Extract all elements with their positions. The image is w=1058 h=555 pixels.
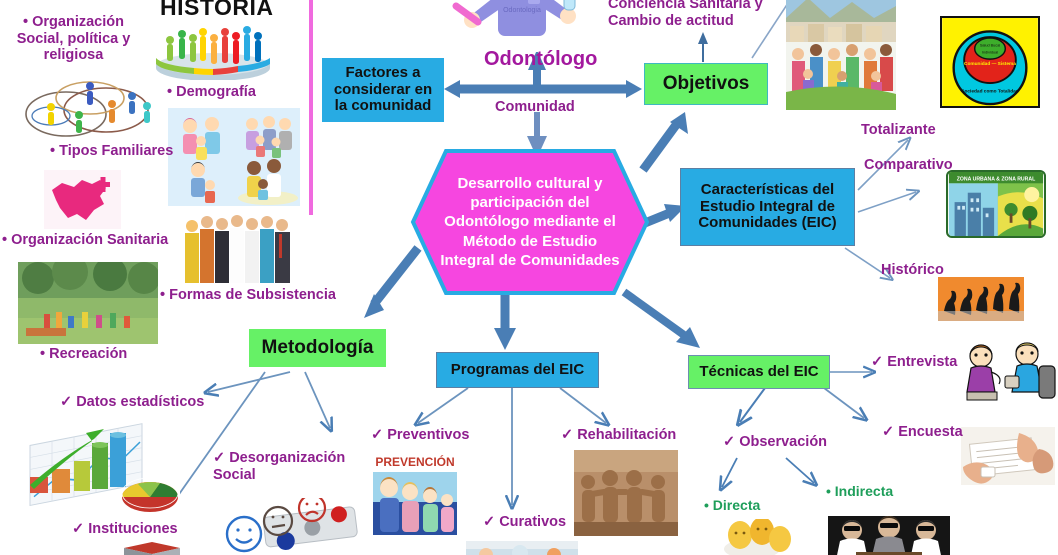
svg-text:Odontologia: Odontologia: [503, 7, 541, 14]
bullet-icon: •: [50, 143, 56, 159]
left-item-formas-subsistencia: • Formas de Subsistencia: [160, 287, 336, 303]
check-icon: ✓: [213, 450, 226, 466]
eggs-faces-image: [722, 519, 796, 555]
human-evolution-image: [938, 277, 1024, 321]
statistics-charts-image: [22, 415, 180, 523]
prevencion-poster-image: PREVENCIÓN: [373, 450, 457, 535]
observers-dark-image: [828, 516, 950, 555]
svg-text:ZONA URBANA & ZONA RURAL: ZONA URBANA & ZONA RURAL: [957, 176, 1035, 182]
branch-rehabilitacion: ✓ Rehabilitación: [561, 427, 677, 443]
check-icon: ✓: [72, 521, 85, 537]
bullet-icon: •: [40, 346, 46, 362]
venezuela-health-map-image: [44, 170, 121, 229]
branch-instituciones: ✓ Instituciones: [72, 521, 178, 537]
node-metodologia[interactable]: Metodología: [249, 329, 386, 367]
dentist-cartoon-image: Odontologia: [452, 0, 592, 52]
bullet-icon: •: [704, 497, 709, 513]
check-icon: ✓: [60, 394, 73, 410]
arrow-tec-encuesta: [819, 384, 864, 418]
branch-observacion: ✓ Observación: [723, 434, 828, 450]
arrow-meto-datos: [208, 371, 291, 392]
check-icon: ✓: [561, 427, 574, 443]
branch-preventivos: ✓ Preventivos: [371, 427, 470, 443]
branch-indirecta: • Indirecta: [826, 483, 894, 499]
central-hexagon-label: Desarrollo cultural y participación del …: [440, 175, 620, 269]
survey-hands-image: [961, 427, 1055, 485]
branch-historico: Histórico: [881, 262, 944, 278]
bullet-icon: •: [167, 84, 173, 100]
arrow-center-tecnicas: [621, 288, 700, 348]
panel-divider: [309, 0, 313, 215]
family-types-image: [168, 108, 300, 206]
curativos-clinic-image: [466, 541, 578, 555]
branch-totalizante: Totalizante: [861, 122, 936, 138]
clay-figures-circle-image: [574, 450, 678, 536]
check-icon: ✓: [871, 354, 884, 370]
branch-datos-estadisticos: ✓ Datos estadísticos: [60, 394, 205, 410]
bullet-icon: •: [160, 287, 166, 303]
branch-desorganizacion-social: ✓ Desorganización Social: [213, 450, 346, 483]
svg-text:Comunidad — Sistema: Comunidad — Sistema: [964, 61, 1016, 67]
svg-text:Individual: Individual: [982, 50, 998, 54]
arrow-center-programas: [494, 295, 516, 350]
left-item-demografia: • Demografía: [167, 84, 256, 100]
label-conciencia-sanitaria: Conciencia Sanitaria y Cambio de actitud: [608, 0, 763, 29]
park-recreation-image: [18, 262, 158, 344]
bullet-icon: •: [23, 14, 29, 30]
svg-text:Sociedad como Totalidad: Sociedad como Totalidad: [961, 89, 1018, 95]
interview-people-image: [955, 340, 1058, 402]
branch-encuesta: ✓ Encuesta: [882, 424, 963, 440]
professionals-group-image: [180, 208, 300, 290]
institutions-block-image: [118, 540, 190, 555]
label-odontologo: Odontólogo: [484, 48, 598, 70]
node-objetivos[interactable]: Objetivos: [644, 63, 768, 105]
svg-text:PREVENCIÓN: PREVENCIÓN: [375, 454, 454, 469]
bullet-icon: •: [2, 232, 8, 248]
arrow-carac-comparativo: [857, 192, 916, 213]
arrow-prog-rehabilitacion: [559, 387, 606, 423]
branch-comparativo: Comparativo: [864, 157, 953, 173]
branch-entrevista: ✓ Entrevista: [871, 354, 958, 370]
target-circles-image: Salud Bucal Individual Comunidad — Siste…: [940, 16, 1040, 108]
node-tecnicas[interactable]: Técnicas del EIC: [688, 355, 830, 389]
svg-text:Salud Bucal: Salud Bucal: [980, 44, 1000, 48]
arrow-objetivos-conciencia: [698, 32, 708, 62]
smiley-feedback-panel-image: [222, 498, 364, 555]
node-factores[interactable]: Factores a considerar en la comunidad: [322, 58, 444, 122]
check-icon: ✓: [723, 434, 736, 450]
historia-heading: HISTORIA: [160, 0, 274, 20]
arrow-factores-objetivos: [444, 80, 642, 98]
branch-curativos: ✓ Curativos: [483, 514, 567, 530]
check-icon: ✓: [371, 427, 384, 443]
arrow-meto-desorganizacion: [304, 371, 330, 428]
arrow-obs-directa: [722, 457, 738, 487]
left-item-tipos-familiares: • Tipos Familiares: [50, 143, 174, 159]
community-crowd-image: [786, 0, 896, 110]
bullet-icon: •: [826, 483, 831, 499]
node-caracteristicas[interactable]: Características del Estudio Integral de …: [680, 168, 855, 246]
central-hexagon[interactable]: Desarrollo cultural y participación del …: [410, 148, 650, 296]
arrow-prog-preventivos: [418, 387, 469, 423]
left-item-organizacion-social: • Organización Social, política y religi…: [16, 14, 131, 64]
left-item-recreacion: • Recreación: [40, 346, 128, 362]
check-icon: ✓: [882, 424, 895, 440]
arrow-obs-indirecta: [785, 457, 814, 483]
node-programas[interactable]: Programas del EIC: [436, 352, 599, 388]
label-comunidad: Comunidad: [495, 99, 575, 115]
check-icon: ✓: [483, 514, 496, 530]
venn-diagram-people-image: [18, 74, 163, 146]
branch-directa: • Directa: [704, 497, 761, 513]
arrow-tec-observacion: [740, 387, 766, 422]
left-item-organizacion-sanitaria: • Organización Sanitaria: [2, 232, 169, 248]
zona-urbana-zona-rural-image: ZONA URBANA & ZONA RURAL: [946, 170, 1046, 238]
crowd-on-disc-image: [152, 12, 274, 80]
